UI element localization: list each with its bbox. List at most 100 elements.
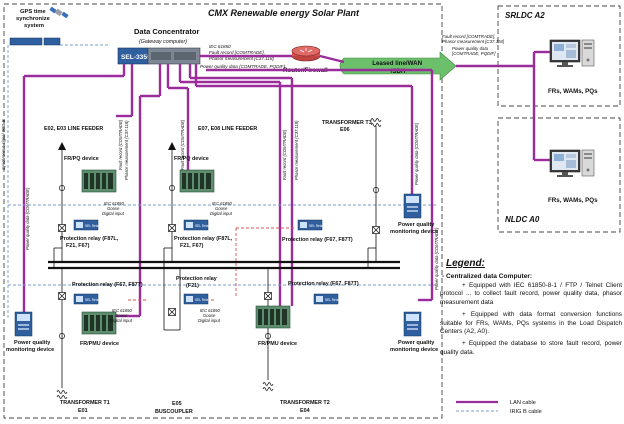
feeder-lines [53,126,377,388]
feeder-left-arrow [58,142,66,150]
pq-t1-line2: monitoring device [6,347,54,353]
nldc-label: FRs, WAMs, PQs [548,197,598,204]
goose-bc: IEC 61850 Goose Digital input [198,308,221,323]
dc-note-1: Fault record [COMTRADE], [209,50,265,55]
wan-note-4: [COMTRADE, PQDIF] [451,51,496,56]
pq-t1-line1: Power quality [14,340,51,346]
nldc-workstation-icon [549,149,581,178]
relay-t3 [297,219,325,231]
side-fault-mid: Fault record (COMTRADE) [180,119,185,170]
gps-label-line3: system [24,23,44,29]
pq-t3-line2: monitoring device [390,229,438,235]
goose-t1-line2: Goose [115,313,128,318]
transformer-t1-icon [56,390,68,399]
t2-code: E04 [300,408,310,414]
t3-label: TRANSFORMER T3 [322,120,372,126]
transformer-t2-icon [262,382,274,391]
leased-line-line2: /SDH [391,68,406,75]
srldc-label: FRs, WAMs, PQs [548,88,598,95]
wan-note-2: Phasor measurement [C37.118] [442,39,505,44]
frpq-cabinet-mid [179,169,215,193]
router-icon [291,45,321,62]
goose-mid-line3: Digital input [210,211,233,216]
frpq-label-mid: FR/PQ device [174,156,209,162]
legend-item: + Equipped the database to store fault r… [440,340,622,356]
goose-t1-line3: Digital input [110,318,133,323]
legend-panel: Legend: - Centralized data Computer: + E… [440,258,622,361]
irig-cables [7,44,436,320]
goose-left: IEC 61850 Goose Digital input [102,201,125,216]
feeder-left-label: E02, E03 LINE FEEDER [44,126,103,132]
srldc-workstation-icon [549,39,581,68]
t2-label: TRANSFORMER T2 [280,400,330,406]
goose-bc-line3: Digital input [198,318,221,323]
pq-monitor-t1-label: Power quality monitoring device [6,340,54,353]
buscoupler-code: E05 [172,401,182,407]
prot-bc-line1: Protection relay [176,276,217,282]
sel-model-label: SEL-3355 [121,54,151,61]
legend-heading: - Centralized data Computer: [442,273,533,280]
wan-note-1: Fault record [COMTRADE], [442,34,495,39]
gps-label: GPS time synchronize system [16,9,51,29]
pq-monitor-t2 [403,311,422,337]
prot-mid-label: Protection relay (F87L, F21, F67) [174,236,234,249]
prot-t3-label: Protection relay (F67, F87T) [282,237,353,243]
gps-clock-unit [9,37,43,46]
t1-code: E01 [78,408,88,414]
pq-t2-line1: Power quality [398,340,435,346]
goose-bc-line1: IEC 61850 [200,308,220,313]
prot-t1-label: Protection relay (F67, F87T) [72,282,143,288]
prot-left-line2: F21, F67) [66,243,90,249]
relay-left-feeder [73,219,101,231]
transformer-t3-icon [370,118,382,127]
pq-monitor-t3 [403,193,422,219]
side-pq-right: Power quality data (COMTRADE) [434,227,439,290]
leased-line-label: Leased line/WAN /SDH [372,60,424,75]
goose-mid-line2: Goose [215,206,228,211]
goose-left-line2: Goose [107,206,120,211]
frpq-cabinet-left [81,169,117,193]
relay-t2 [313,293,341,305]
frpmu-label-right: FR/PMU device [258,341,297,347]
srldc-boundary [497,5,621,107]
gateway-label: (Gateway computer) [139,39,187,45]
plant-title: CMX Renewable energy Solar Plant [208,8,360,18]
side-phasor-right: Phasor measurement (C37.118) [294,120,299,180]
relay-mid-feeder [183,219,211,231]
goose-left-line1: IEC 61850 [104,201,124,206]
prot-mid-line1: Protection relay (F87L, [174,236,233,242]
feeder-mid-label: E07, E08 LINE FEEDER [198,126,257,132]
relay-t1 [73,293,101,305]
leased-line-line1: Leased line/WAN [372,60,422,67]
srldc-title: SRLDC A2 [505,11,545,20]
prot-mid-line2: F21, F67) [180,243,204,249]
legend-title: Legend: [446,258,485,269]
goose-bc-line2: Goose [203,313,216,318]
prot-t2-label: Protection relay (F67, F87T) [288,281,359,287]
dc-note-2: Phasor measurement [C37.118] [209,56,274,61]
frpmu-label-left: FR/PMU device [80,341,119,347]
gps-label-line2: synchronize [16,16,51,22]
prot-left-label: Protection relay (F87L, F21, F67) [60,236,120,249]
frpmu-cabinet-right [255,305,291,329]
prot-left-line1: Protection relay (F87L, [60,236,119,242]
buscoupler-label: BUSCOUPLER [155,409,193,415]
pq-monitor-t1 [14,311,33,337]
gps-satellite-icon [49,6,69,19]
pq-monitor-t3-label: Power quality monitoring device [390,222,438,235]
legend-lan-label: LAN cable [510,400,536,406]
goose-t1: IEC 61850 Goose Digital input [110,308,133,323]
gps-receiver-unit [43,37,61,46]
side-phasor-left: Phasor measurement (C37.118) [124,120,129,180]
t1-label: TRANSFORMER T1 [60,400,110,406]
side-sync-label: Synchronous signal IRIG-B [1,119,6,170]
t3-code: E06 [340,127,350,133]
data-concentrator-label: Data Concentrator [134,27,200,36]
frpmu-cabinet-left [81,311,117,335]
prot-bc-label: Protection relay (F21) [176,276,218,289]
dc-pq-note: Power quality data (COMTRADE, PQDIF) [200,64,285,69]
side-pq-mid: Power quality data (COMTRADE) [414,122,419,185]
legend-item: + Equipped with IEC 61850-8-1 / FTP / Te… [440,282,622,306]
goose-left-line3: Digital input [102,211,125,216]
